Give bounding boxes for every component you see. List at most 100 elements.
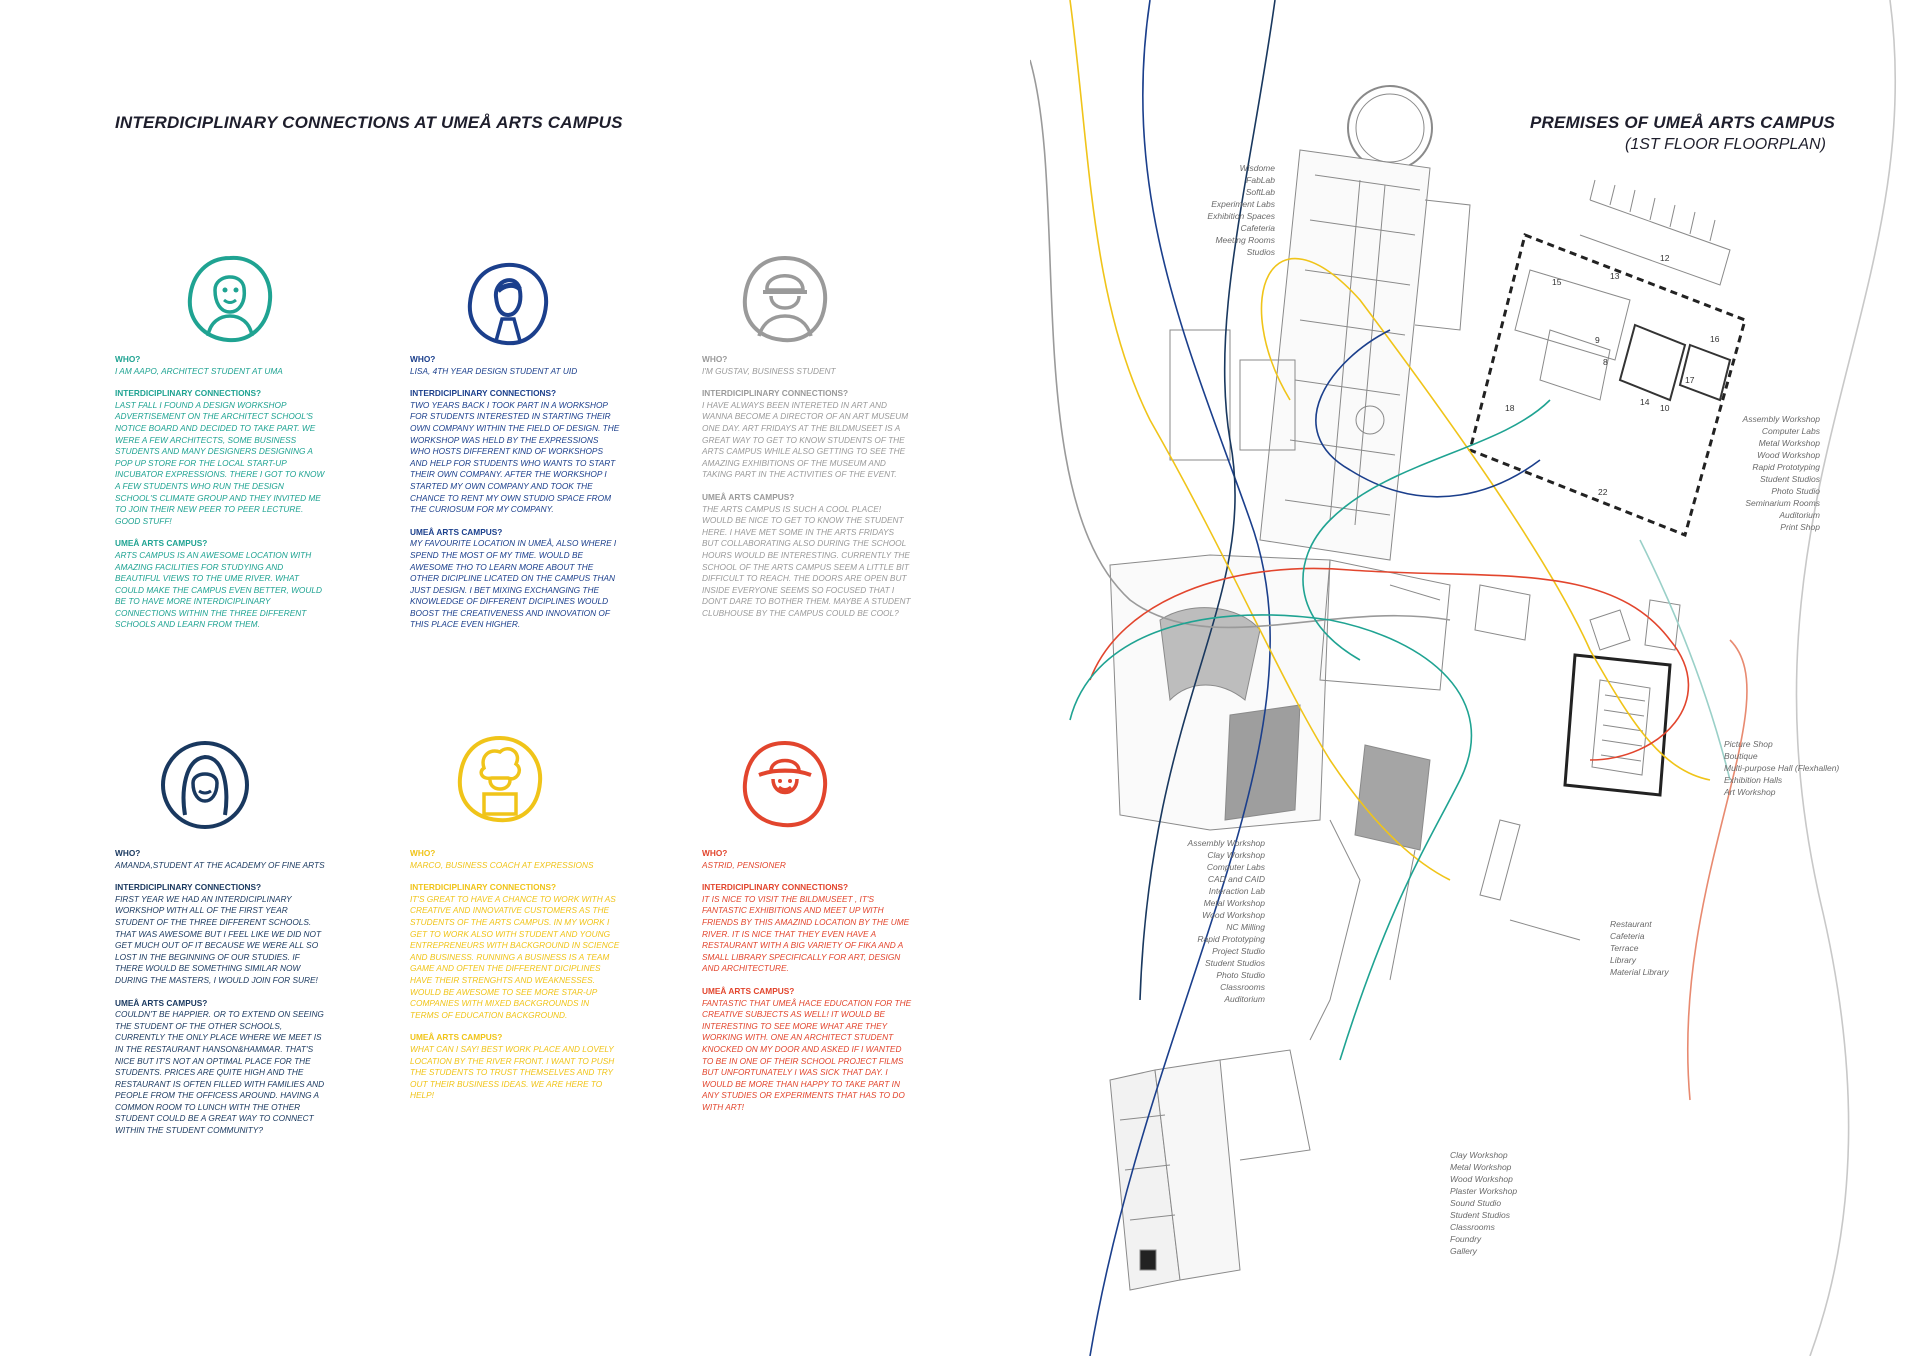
profile-lisa: WHO? LISA, 4TH YEAR DESIGN STUDENT AT UI… xyxy=(410,354,620,642)
connections-text: IT IS NICE TO VISIT THE BILDMUSEET , IT'… xyxy=(702,893,910,974)
room-item: Terrace xyxy=(1610,943,1639,953)
room-number-14: 14 xyxy=(1640,397,1650,407)
business-coach-avatar-icon xyxy=(457,735,543,823)
connections-text: IT'S GREAT TO HAVE A CHANCE TO WORK WITH… xyxy=(410,893,620,1020)
campus-text: ARTS CAMPUS IS AN AWESOME LOCATION WITH … xyxy=(115,549,322,630)
right-title: PREMISES OF UMEÅ ARTS CAMPUS xyxy=(1530,113,1836,132)
who-heading: WHO? xyxy=(410,354,436,364)
room-item: Auditorium xyxy=(1224,994,1265,1004)
room-item: Exhibition Spaces xyxy=(1207,211,1275,221)
campus-floorplan xyxy=(1030,0,1897,1356)
room-item: Computer Labs xyxy=(1206,862,1265,872)
campus-heading: UMEÅ ARTS CAMPUS? xyxy=(410,526,503,537)
room-item: Cafeteria xyxy=(1240,223,1276,233)
campus-text: THE ARTS CAMPUS IS SUCH A COOL PLACE! WO… xyxy=(702,503,911,618)
room-item: Wood Workshop xyxy=(1757,450,1820,460)
room-item: Experiment Labs xyxy=(1211,199,1275,209)
room-item: Rapid Prototyping xyxy=(1197,934,1265,944)
room-number-15: 15 xyxy=(1552,277,1562,287)
campus-heading: UMEÅ ARTS CAMPUS? xyxy=(702,985,795,996)
room-item: Seminarium Rooms xyxy=(1745,498,1820,508)
room-item: Plaster Workshop xyxy=(1450,1186,1518,1196)
room-item: Print Shop xyxy=(1780,522,1820,532)
room-item: Student Studios xyxy=(1450,1210,1511,1220)
room-item: Photo Studio xyxy=(1216,970,1265,980)
room-number-9: 9 xyxy=(1595,335,1600,345)
room-number-18: 18 xyxy=(1505,403,1515,413)
business-student-avatar-icon xyxy=(742,255,828,343)
room-item: Gallery xyxy=(1450,1246,1477,1256)
room-item: Material Library xyxy=(1610,967,1669,977)
room-item: Restaurant xyxy=(1610,919,1652,929)
who-text: I'M GUSTAV, BUSINESS STUDENT xyxy=(702,365,836,376)
profile-marco: WHO? MARCO, BUSINESS COACH AT EXPRESSION… xyxy=(410,848,620,1113)
who-text: I AM AAPO, ARCHITECT STUDENT AT UMA xyxy=(115,365,283,376)
room-item: Assembly Workshop xyxy=(1742,414,1820,424)
campus-text: WHAT CAN I SAY! BEST WORK PLACE AND LOVE… xyxy=(410,1043,615,1101)
room-number-13: 13 xyxy=(1610,271,1620,281)
room-item: Assembly Workshop xyxy=(1187,838,1265,848)
room-item: Metal Workshop xyxy=(1758,438,1820,448)
connections-heading: INTERDICIPLINARY CONNECTIONS? xyxy=(115,388,262,399)
room-number-8: 8 xyxy=(1603,357,1608,367)
connections-heading: INTERDICIPLINARY CONNECTIONS? xyxy=(410,882,557,893)
campus-heading: UMEÅ ARTS CAMPUS? xyxy=(115,997,208,1008)
room-list-bottom: Clay Workshop Metal Workshop Wood Worksh… xyxy=(1450,1149,1517,1257)
room-item: Classrooms xyxy=(1450,1222,1495,1232)
who-text: MARCO, BUSINESS COACH AT EXPRESSIONS xyxy=(410,859,594,870)
room-item: Rapid Prototyping xyxy=(1752,462,1820,472)
left-title: INTERDICIPLINARY CONNECTIONS AT UMEÅ ART… xyxy=(115,113,623,132)
profile-amanda: WHO? AMANDA,STUDENT AT THE ACADEMY OF FI… xyxy=(115,848,325,1148)
room-list-restaurant: Restaurant Cafeteria Terrace Library Mat… xyxy=(1610,918,1669,978)
room-item: Picture Shop xyxy=(1724,739,1773,749)
campus-heading: UMEÅ ARTS CAMPUS? xyxy=(410,1032,503,1043)
connections-text: I HAVE ALWAYS BEEN INTERETED IN ART AND … xyxy=(702,399,909,480)
room-number-17: 17 xyxy=(1685,375,1695,385)
room-item: Multi-purpose Hall (Flexhallen) xyxy=(1724,763,1840,773)
room-item: Exhibition Halls xyxy=(1724,775,1783,785)
campus-heading: UMEÅ ARTS CAMPUS? xyxy=(702,491,795,502)
room-item: Clay Workshop xyxy=(1207,850,1265,860)
connections-text: TWO YEARS BACK I TOOK PART IN A WORKSHOP… xyxy=(410,399,620,515)
who-heading: WHO? xyxy=(702,354,728,364)
room-item: Student Studios xyxy=(1759,474,1820,484)
room-item: Library xyxy=(1610,955,1636,965)
room-item: Cafeteria xyxy=(1610,931,1645,941)
room-item: Metal Workshop xyxy=(1450,1162,1512,1172)
room-item: Interaction Lab xyxy=(1208,886,1265,896)
room-item: Classrooms xyxy=(1220,982,1265,992)
room-item: Project Studio xyxy=(1212,946,1265,956)
room-item: Wood Workshop xyxy=(1450,1174,1513,1184)
fine-arts-student-avatar-icon xyxy=(161,741,249,829)
profile-gustav: WHO? I'M GUSTAV, BUSINESS STUDENT INTERD… xyxy=(702,354,912,630)
room-item: Wisdome xyxy=(1239,163,1275,173)
connections-text: FIRST YEAR WE HAD AN INTERDICIPLINARY WO… xyxy=(115,893,322,985)
student-teal-avatar-icon xyxy=(187,255,273,343)
room-item: Foundry xyxy=(1450,1234,1482,1244)
room-item: Photo Studio xyxy=(1771,486,1820,496)
who-text: LISA, 4TH YEAR DESIGN STUDENT AT UID xyxy=(410,365,578,376)
who-heading: WHO? xyxy=(115,354,141,364)
room-list-top: Wisdome FabLab SoftLab Experiment Labs E… xyxy=(1180,162,1275,258)
room-number-12: 12 xyxy=(1660,253,1670,263)
campus-text: MY FAVOURITE LOCATION IN UMEÅ, ALSO WHER… xyxy=(410,538,617,630)
room-item: Computer Labs xyxy=(1761,426,1820,436)
room-item: Boutique xyxy=(1724,751,1758,761)
right-subtitle: (1ST FLOOR FLOORPLAN) xyxy=(1625,136,1826,153)
student-navy-avatar-icon xyxy=(467,262,549,346)
room-item: NC Milling xyxy=(1226,922,1265,932)
room-item: Studios xyxy=(1246,247,1275,257)
room-item: Student Studios xyxy=(1204,958,1265,968)
room-item: FabLab xyxy=(1246,175,1275,185)
room-list-right-mid: Picture Shop Boutique Multi-purpose Hall… xyxy=(1724,738,1839,798)
room-item: Sound Studio xyxy=(1450,1198,1502,1208)
room-number-16: 16 xyxy=(1710,334,1720,344)
room-number-10: 10 xyxy=(1660,403,1670,413)
room-item: CAD and CAID xyxy=(1207,874,1265,884)
connections-text: LAST FALL I FOUND A DESIGN WORKSHOP ADVE… xyxy=(115,399,325,526)
connections-heading: INTERDICIPLINARY CONNECTIONS? xyxy=(702,388,849,399)
room-number-22: 22 xyxy=(1598,487,1608,497)
campus-text: FANTASTIC THAT UMEÅ HACE EDUCATION FOR T… xyxy=(702,997,912,1112)
connections-heading: INTERDICIPLINARY CONNECTIONS? xyxy=(115,882,262,893)
room-item: SoftLab xyxy=(1245,187,1275,197)
